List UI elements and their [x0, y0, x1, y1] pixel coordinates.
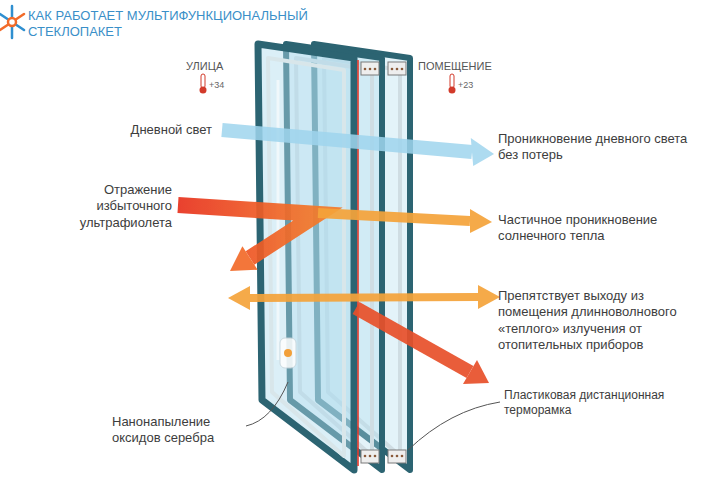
label-wrap: +34 — [209, 80, 239, 91]
uv-arrow — [178, 205, 318, 271]
label-wrap: ПОМЕЩЕНИЕ — [418, 60, 508, 74]
leader-line — [246, 382, 500, 450]
label-wrap: +23 — [458, 80, 488, 91]
daylight-arrow — [222, 130, 494, 166]
glass-pane — [258, 44, 410, 470]
title-wrap: КАК РАБОТАЕТ МУЛЬТИФУНКЦИОНАЛЬНЫЙ СТЕКЛО… — [28, 8, 358, 41]
label-wrap: Частичное проникновение солнечного тепла — [498, 212, 703, 245]
label-wrap: Отражение избыточного ультрафиолета — [40, 182, 172, 231]
coating-line — [357, 60, 359, 466]
label-wrap: Препятствует выходу из помещения длиннов… — [498, 288, 710, 353]
callout-label: Проникновение дневного света без потерь — [498, 131, 703, 164]
label-wrap: Проникновение дневного света без потерь — [498, 131, 703, 164]
callout-label: Препятствует выходу из помещения длиннов… — [498, 288, 710, 353]
side-label: УЛИЦА — [186, 60, 246, 74]
diagram-title: КАК РАБОТАЕТ МУЛЬТИФУНКЦИОНАЛЬНЫЙ СТЕКЛО… — [28, 8, 358, 41]
label-wrap: УЛИЦА — [186, 60, 246, 74]
label-wrap: Дневной свет — [96, 122, 212, 138]
longwave-arrow — [228, 285, 500, 384]
callout-label: Частичное проникновение солнечного тепла — [498, 212, 703, 245]
callout-label: Нанонапыление оксидов серебра — [112, 414, 246, 447]
callout-label: Пластиковая дистанционная терморамка — [504, 388, 709, 418]
logo-icon — [0, 6, 24, 38]
label-wrap: Нанонапыление оксидов серебра — [112, 414, 246, 447]
label-wrap: Пластиковая дистанционная терморамка — [504, 388, 709, 418]
callout-label: Отражение избыточного ультрафиолета — [40, 182, 172, 231]
temperature-label: +34 — [209, 80, 239, 91]
callout-label: Дневной свет — [96, 122, 212, 138]
heat-arrow — [318, 209, 492, 233]
spacer-frame — [361, 62, 406, 463]
side-label: ПОМЕЩЕНИЕ — [418, 60, 508, 74]
temperature-label: +23 — [458, 80, 488, 91]
